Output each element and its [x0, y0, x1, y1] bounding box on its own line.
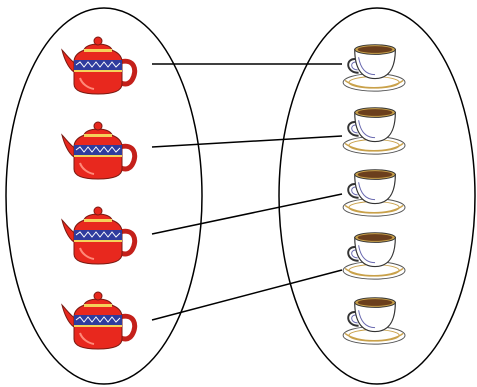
- teacup-icon: [342, 296, 406, 346]
- teacup-icon: [342, 43, 406, 93]
- teacup-icon: [342, 231, 406, 281]
- mapping-line: [151, 269, 343, 321]
- teapot-icon: [62, 292, 135, 349]
- teapot-icon: [62, 37, 135, 94]
- right-set-oval: [278, 7, 476, 385]
- mapping-line: [151, 135, 343, 148]
- teapot-icon: [62, 207, 135, 264]
- left-set-oval: [5, 7, 203, 385]
- teacup-icon: [342, 168, 406, 218]
- mapping-line: [151, 193, 343, 235]
- teapot-icon: [62, 122, 135, 179]
- teacup-icon: [342, 106, 406, 156]
